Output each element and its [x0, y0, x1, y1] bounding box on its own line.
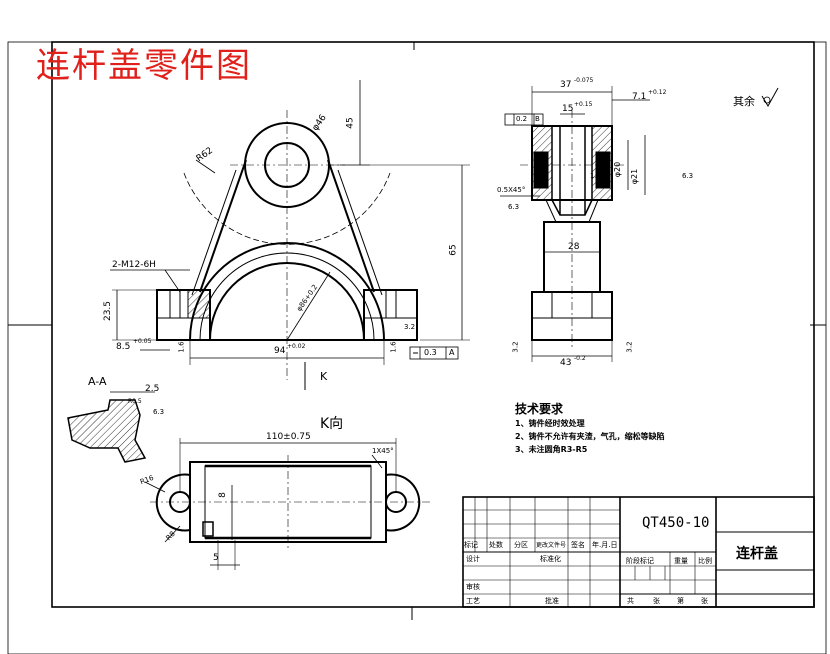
dim-8-5: 8.5 [116, 342, 131, 352]
tb-sheet: 张 [701, 597, 708, 605]
rough-3-2b-side: 3.2 [625, 341, 634, 353]
rough-6-3: 6.3 [682, 172, 694, 180]
tb-sheets: 张 [653, 597, 660, 605]
tb-date: 年.月.日 [592, 541, 618, 549]
tb-sign: 签名 [571, 541, 585, 549]
tb-design: 设计 [466, 555, 480, 563]
tb-change-doc: 更改文件号 [536, 542, 567, 549]
dim-28: 28 [568, 242, 580, 252]
front-view [110, 80, 470, 390]
gdt-flatness: 0.3 [424, 348, 437, 357]
dim-phi21: φ21 [630, 168, 640, 185]
dim-37-tol: -0.075 [574, 77, 594, 84]
chamfer-side: 0.5X45° [497, 186, 526, 194]
k-view [144, 438, 430, 570]
rough-3-2a: 3.2 [404, 323, 416, 331]
dim-110: 110±0.75 [266, 432, 311, 442]
dim-94-sup: +0.02 [287, 343, 306, 350]
dim-23-5: 23.5 [103, 300, 114, 322]
side-view [500, 86, 650, 362]
tb-mark: 标记 [464, 541, 478, 549]
tb-review: 审核 [466, 583, 480, 591]
gdt-par-value: 0.2 [516, 115, 528, 123]
tech-heading: 技术要求 [515, 402, 564, 416]
tb-zone: 分区 [514, 541, 528, 549]
dim-43-tol: -0.2 [574, 355, 586, 362]
tb-stage-mark: 阶段标记 [626, 557, 654, 565]
dim-1-6-side: 1.6 [590, 172, 602, 180]
dim-7-tol: +0.12 [648, 89, 667, 96]
tb-scale: 比例 [698, 557, 712, 565]
tech-item: 3、未注圆角R3-R5 [515, 445, 588, 454]
dim-phi20: φ20 [613, 161, 623, 178]
dim-94: 94 [274, 346, 286, 356]
roughness-note: 其余 [733, 95, 755, 108]
part-name: 连杆盖 [736, 546, 778, 562]
tb-approve: 批准 [545, 597, 559, 605]
dim-5-k: 5 [213, 553, 219, 563]
dim-15-sup: +0.15 [574, 101, 593, 108]
tech-item: 1、铸件经时效处理 [515, 419, 585, 428]
rough-6-3b: 6.3 [508, 203, 520, 211]
page-title: 连杆盖零件图 [36, 46, 252, 86]
tb-process: 工艺 [466, 597, 480, 605]
dim-43: 43 [560, 358, 572, 368]
view-arrow-k: K [320, 370, 328, 383]
k-view-label: K向 [320, 416, 344, 432]
gdt-datum-a: A [449, 348, 455, 357]
section-aa-label: A-A [88, 375, 107, 388]
dim-thread: 2-M12-6H [112, 260, 156, 270]
dim-45: 45 [345, 117, 356, 129]
dim-2-5: 2.5 [145, 384, 160, 394]
dim-65: 65 [448, 244, 459, 256]
dim-15: 15 [562, 104, 574, 114]
r0-5: R0.5 [128, 398, 142, 405]
tb-count: 处数 [489, 541, 503, 549]
section-rough: 6.3 [153, 408, 165, 416]
dim-7: 7.1 [632, 92, 647, 102]
tb-weight: 重量 [674, 557, 688, 565]
chamfer-k: 1X45° [372, 447, 394, 455]
dim-8-k: 8 [217, 492, 228, 498]
rough-3-2-side: 3.2 [511, 341, 520, 353]
tb-standard: 标准化 [540, 555, 561, 563]
dim-37: 37 [560, 80, 572, 90]
part-code: QT450-10 [642, 515, 710, 531]
tb-total: 共 [627, 597, 634, 605]
gdt-datum-b: B [535, 115, 540, 123]
tech-item: 2、铸件不允许有夹渣，气孔，缩松等缺陷 [515, 432, 665, 441]
section-aa [67, 391, 155, 463]
tb-page: 第 [677, 597, 684, 605]
title-block [462, 496, 815, 608]
dim-8-5-sup: +0.05 [133, 338, 152, 345]
rough-1-6a: 1.6 [177, 341, 186, 353]
rough-1-6b: 1.6 [389, 341, 398, 353]
